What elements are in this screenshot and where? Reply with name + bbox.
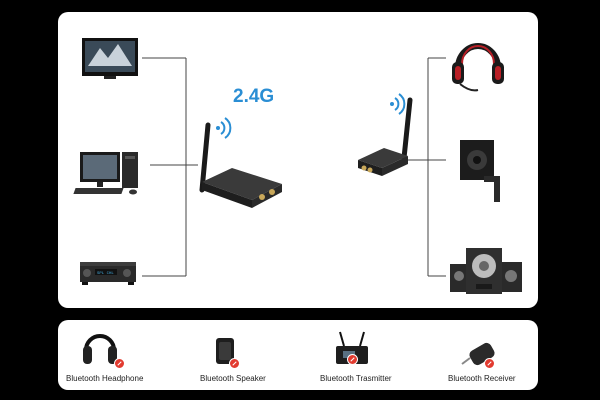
not-supported-icon <box>229 358 240 369</box>
not-supported-icon <box>347 354 358 365</box>
wireless-transmitter-icon <box>199 122 282 208</box>
device-caption: Bluetooth Receiver <box>448 374 516 383</box>
signal-waves-icon <box>216 117 232 139</box>
gaming-headset-icon <box>452 43 504 92</box>
output-connector-lines <box>408 57 446 277</box>
device-caption: Bluetooth Speaker <box>200 374 266 383</box>
not-supported-icon <box>114 358 125 369</box>
bookshelf-speaker-icon <box>460 140 500 202</box>
signal-frequency-label: 2.4G <box>233 86 275 107</box>
incompatible-devices-panel <box>58 320 538 390</box>
not-supported-icon <box>484 358 495 369</box>
svg-text:SPL CHL: SPL CHL <box>97 272 114 276</box>
source-connector-lines <box>142 57 198 277</box>
headphone-icon <box>83 334 117 364</box>
desktop-computer-icon <box>73 152 138 195</box>
wireless-receiver-icon <box>358 97 413 176</box>
av-receiver-icon: SPL CHL <box>80 262 136 285</box>
signal-waves-icon <box>390 93 406 115</box>
speaker-system-icon <box>450 248 522 294</box>
tv-icon <box>82 38 138 79</box>
device-caption: Bluetooth Trasmitter <box>320 374 392 383</box>
device-caption: Bluetooth Headphone <box>66 374 144 383</box>
portable-speaker-icon <box>216 338 234 364</box>
